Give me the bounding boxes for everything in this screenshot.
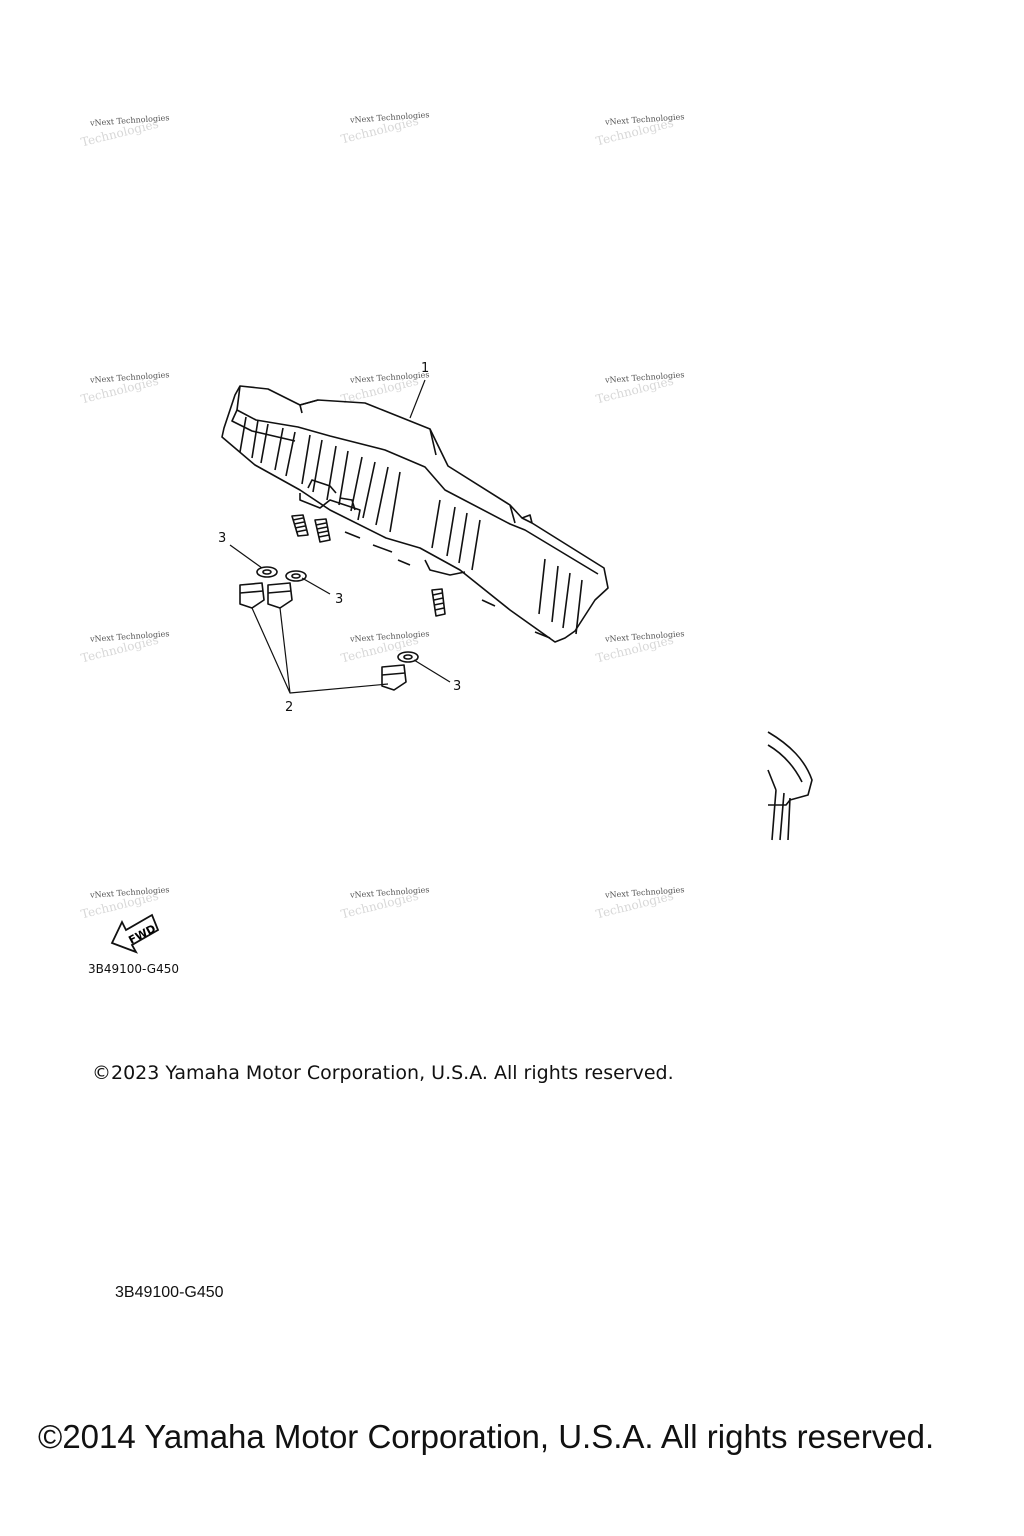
callout-1: 1	[421, 361, 430, 376]
callout-3: 3	[218, 531, 227, 546]
stud	[291, 514, 446, 617]
callout-3: 3	[335, 592, 344, 607]
callout-3: 3	[453, 679, 462, 694]
partial-meter-view	[767, 731, 813, 841]
meter-assembly	[221, 385, 609, 643]
diagram-code: 3B49100-G450	[88, 962, 180, 976]
fwd-arrow-icon: FWD	[110, 913, 160, 954]
leader-lines	[229, 379, 451, 694]
diagram-code: 3B49100-G450	[115, 1284, 224, 1301]
washer	[256, 566, 419, 663]
callout-2: 2	[285, 700, 294, 715]
copyright-notice: ©2023 Yamaha Motor Corporation, U.S.A. A…	[92, 1062, 674, 1084]
cap-nut	[239, 582, 407, 691]
copyright-notice: ©2014 Yamaha Motor Corporation, U.S.A. A…	[38, 1418, 935, 1455]
